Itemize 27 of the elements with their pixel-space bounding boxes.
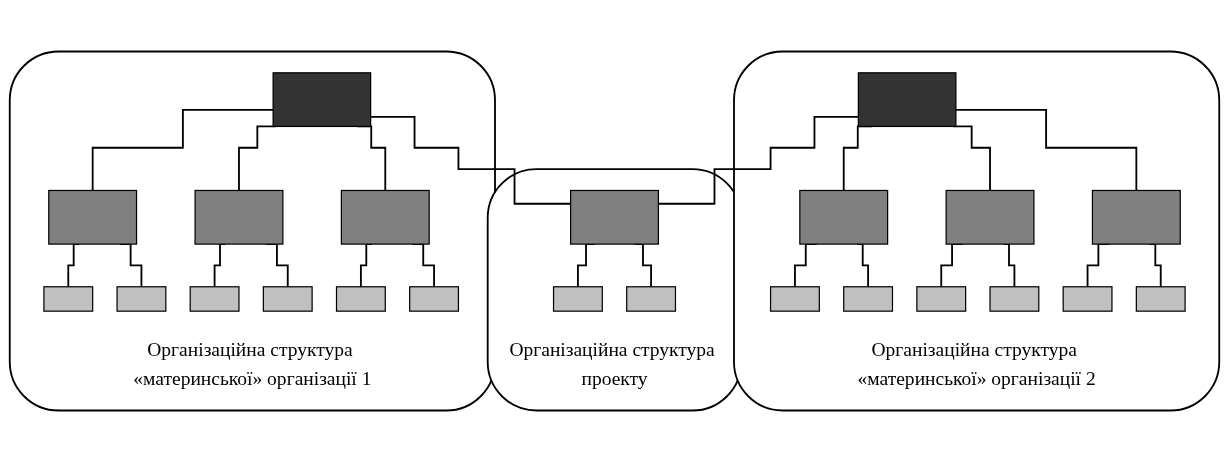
node-box xyxy=(1135,286,1186,312)
node-box xyxy=(989,286,1040,312)
node-box xyxy=(857,72,957,128)
node-box xyxy=(262,286,313,312)
node-box xyxy=(272,72,372,128)
connector xyxy=(91,108,275,192)
node-box xyxy=(409,286,460,312)
node-box xyxy=(769,286,820,312)
node-box xyxy=(570,189,659,245)
node-box xyxy=(1062,286,1113,312)
node-box xyxy=(48,189,138,245)
node-box xyxy=(194,189,284,245)
node-box xyxy=(799,189,889,245)
node-box xyxy=(1091,189,1181,245)
node-box xyxy=(843,286,894,312)
node-box xyxy=(945,189,1035,245)
connector xyxy=(954,108,1138,192)
node-box xyxy=(340,189,430,245)
cluster: Організаційна структура «материнської» організації 2 xyxy=(733,50,1221,412)
node-box xyxy=(116,286,167,312)
node-box xyxy=(43,286,94,312)
node-box xyxy=(916,286,967,312)
node-box xyxy=(552,286,603,312)
cluster: Організаційна структура «материнської» організації 1 xyxy=(8,50,496,412)
node-box xyxy=(335,286,386,312)
node-box xyxy=(626,286,677,312)
node-box xyxy=(189,286,240,312)
